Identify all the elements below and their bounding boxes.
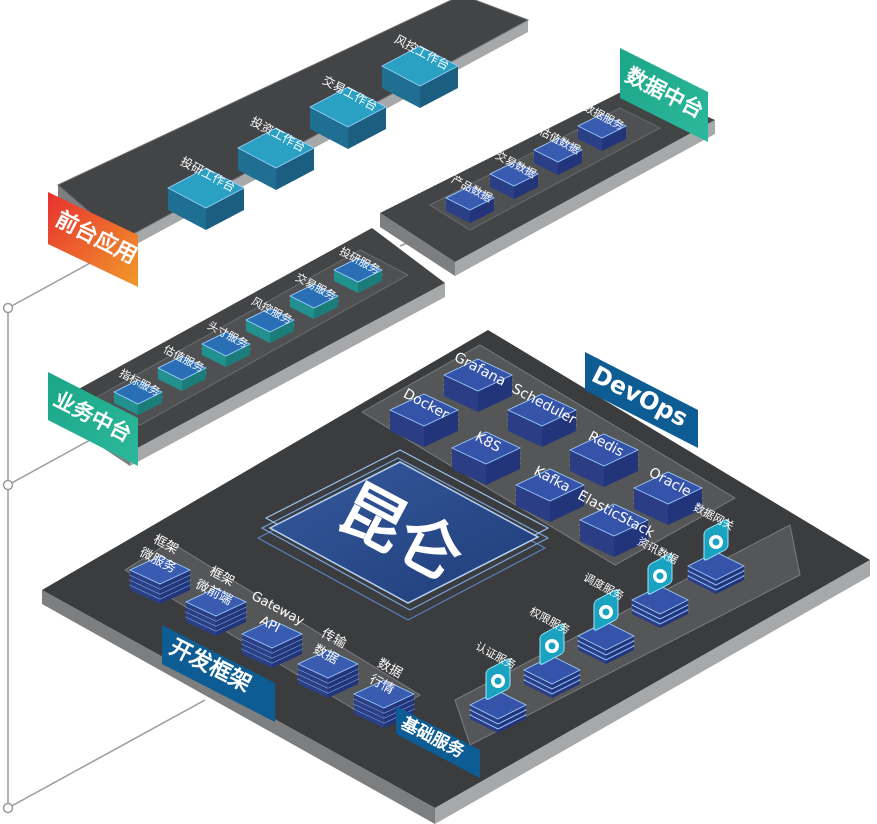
workstation-block	[381, 45, 459, 108]
service-node-core-icon	[548, 642, 556, 650]
devops-block	[579, 503, 649, 557]
devops-block	[389, 393, 459, 447]
workstation-block	[167, 167, 245, 230]
data-service-block	[445, 185, 495, 223]
data-service-block	[489, 161, 539, 199]
business-service-block	[289, 283, 339, 319]
service-node-core-icon	[602, 608, 610, 616]
framework-block	[129, 555, 191, 604]
business-service-block	[113, 379, 163, 415]
core-kunlun: 昆仑	[256, 449, 550, 621]
business-service-block	[245, 307, 295, 343]
service-node-core-icon	[712, 538, 720, 546]
base-service-block	[469, 690, 527, 733]
devops-block	[515, 468, 585, 522]
base-service-block	[577, 621, 635, 664]
devops-block	[443, 358, 513, 412]
framework-block	[297, 649, 359, 698]
data-service-block	[533, 137, 583, 175]
devops-block	[451, 431, 521, 485]
workstation-block	[309, 86, 387, 149]
service-node-core-icon	[494, 677, 502, 685]
connector-dots	[2, 302, 14, 814]
business-service-block	[157, 355, 207, 391]
devops-block	[633, 471, 703, 525]
workstation-block	[237, 127, 315, 190]
service-node-core-icon	[656, 572, 664, 580]
business-service-block	[333, 257, 383, 293]
framework-block	[241, 619, 303, 668]
base-service-block	[687, 551, 745, 594]
framework-block	[185, 587, 247, 636]
devops-block	[507, 393, 577, 447]
base-service-block	[523, 655, 581, 698]
data-service-block	[577, 113, 627, 151]
connector-lines	[7, 239, 416, 809]
devops-block	[569, 433, 639, 487]
business-service-block	[201, 331, 251, 367]
